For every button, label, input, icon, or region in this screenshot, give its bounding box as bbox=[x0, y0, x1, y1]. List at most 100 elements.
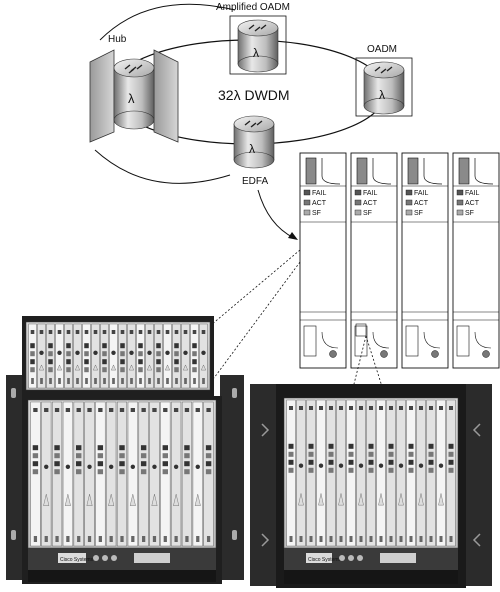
left-chassis-slot bbox=[192, 401, 203, 547]
amplified-oadm-frame bbox=[229, 15, 287, 75]
oadm-node: OADM λ bbox=[355, 44, 413, 117]
act-led bbox=[303, 199, 311, 206]
ejector-icon bbox=[482, 350, 490, 358]
hub-label: Hub bbox=[108, 34, 127, 45]
sf-led bbox=[354, 209, 362, 216]
sf-label: SF bbox=[363, 210, 372, 217]
ring-label: 32λ DWDM bbox=[218, 87, 290, 103]
right-chassis-slot bbox=[306, 399, 316, 547]
upper-shelf-slot bbox=[37, 323, 46, 389]
hub-left-wing bbox=[89, 49, 115, 143]
right-chassis-slot bbox=[366, 399, 376, 547]
outer-fiber-1 bbox=[99, 3, 236, 41]
hub-router-arrows-icon bbox=[124, 64, 143, 74]
left-chassis-slot bbox=[106, 401, 117, 547]
upper-shelf-slot bbox=[172, 323, 181, 389]
amplified-oadm-arrows-icon bbox=[248, 24, 267, 32]
fail-label: FAIL bbox=[363, 190, 378, 197]
act-led bbox=[456, 199, 464, 206]
amplified-oadm-label: Amplified OADM bbox=[216, 2, 290, 13]
left-chassis-slot bbox=[171, 401, 182, 547]
left-chassis-slot bbox=[149, 401, 160, 547]
ejector-icon bbox=[431, 350, 439, 358]
right-chassis-slot bbox=[376, 399, 386, 547]
act-led bbox=[405, 199, 413, 206]
sf-label: SF bbox=[414, 210, 423, 217]
right-chassis: Cisco Systems bbox=[250, 384, 492, 588]
hub-right-wing bbox=[153, 49, 179, 143]
upper-shelf-slot bbox=[127, 323, 136, 389]
right-chassis-slot bbox=[436, 399, 446, 547]
left-chassis-slot bbox=[84, 401, 95, 547]
right-chassis-slot bbox=[286, 399, 296, 547]
right-chassis-slot bbox=[336, 399, 346, 547]
line-card: FAIL ACT SF bbox=[452, 152, 500, 369]
fail-led bbox=[303, 189, 311, 196]
act-label: ACT bbox=[363, 200, 378, 207]
upper-shelf-slot bbox=[73, 323, 82, 389]
oadm-label: OADM bbox=[367, 44, 397, 55]
upper-shelf-slot bbox=[28, 323, 37, 389]
line-card: FAIL ACT SF bbox=[299, 152, 347, 369]
line-card: FAIL ACT SF bbox=[401, 152, 449, 369]
fail-led bbox=[354, 189, 362, 196]
left-chassis-slot bbox=[181, 401, 192, 547]
right-chassis-slot bbox=[396, 399, 406, 547]
upper-shelf-slot bbox=[64, 323, 73, 389]
sf-label: SF bbox=[465, 210, 474, 217]
oadm-frame bbox=[355, 57, 413, 117]
oadm-symbol: λ bbox=[379, 88, 385, 102]
act-label: ACT bbox=[465, 200, 480, 207]
fail-label: FAIL bbox=[465, 190, 480, 197]
edfa-symbol: λ bbox=[249, 142, 255, 156]
right-chassis-slot bbox=[296, 399, 306, 547]
right-chassis-slot bbox=[316, 399, 326, 547]
card-detail-group: FAIL ACT SF FAIL ACT SF bbox=[299, 152, 500, 369]
fail-led bbox=[405, 189, 413, 196]
left-chassis-slot bbox=[62, 401, 73, 547]
amplified-oadm-symbol: λ bbox=[253, 46, 259, 60]
edfa-label: EDFA bbox=[242, 176, 268, 187]
detail-marker bbox=[355, 323, 367, 337]
upper-shelf-slot bbox=[136, 323, 145, 389]
upper-shelf-slot bbox=[82, 323, 91, 389]
sf-led bbox=[303, 209, 311, 216]
upper-shelf-slot bbox=[190, 323, 199, 389]
ejector-icon bbox=[380, 350, 388, 358]
right-chassis-slot bbox=[356, 399, 366, 547]
left-chassis-slot bbox=[95, 401, 106, 547]
oadm-arrows-icon bbox=[374, 66, 393, 74]
upper-shelf-slot bbox=[118, 323, 127, 389]
upper-shelf-slot bbox=[145, 323, 154, 389]
act-label: ACT bbox=[312, 200, 327, 207]
act-led bbox=[354, 199, 362, 206]
hub-symbol: λ bbox=[128, 91, 135, 106]
right-chassis-slot bbox=[326, 399, 336, 547]
left-chassis-slot bbox=[73, 401, 84, 547]
fail-label: FAIL bbox=[414, 190, 429, 197]
right-chassis-brand: Cisco Systems bbox=[308, 557, 342, 563]
upper-shelf-slot bbox=[181, 323, 190, 389]
left-chassis-slot bbox=[30, 401, 41, 547]
right-chassis-slot bbox=[406, 399, 416, 547]
upper-shelf-slot bbox=[199, 323, 208, 389]
upper-shelf-slot bbox=[100, 323, 109, 389]
right-chassis-slot bbox=[386, 399, 396, 547]
amplified-oadm-node: Amplified OADM λ bbox=[216, 2, 290, 75]
act-label: ACT bbox=[414, 200, 429, 207]
right-chassis-slot bbox=[346, 399, 356, 547]
edfa-arrows-icon bbox=[244, 120, 263, 128]
edfa-node: λ EDFA bbox=[233, 115, 275, 187]
upper-shelf-slot bbox=[91, 323, 100, 389]
sf-label: SF bbox=[312, 210, 321, 217]
upper-shelf-slot bbox=[46, 323, 55, 389]
right-chassis-slot bbox=[426, 399, 436, 547]
edfa-to-cards-arrow bbox=[257, 189, 298, 240]
upper-shelf-slot bbox=[154, 323, 163, 389]
left-chassis: Cisco Systems bbox=[6, 316, 244, 584]
left-chassis-slot bbox=[160, 401, 171, 547]
left-chassis-slot bbox=[52, 401, 63, 547]
left-chassis-slot bbox=[127, 401, 138, 547]
hub-node: Hub λ bbox=[89, 34, 179, 143]
